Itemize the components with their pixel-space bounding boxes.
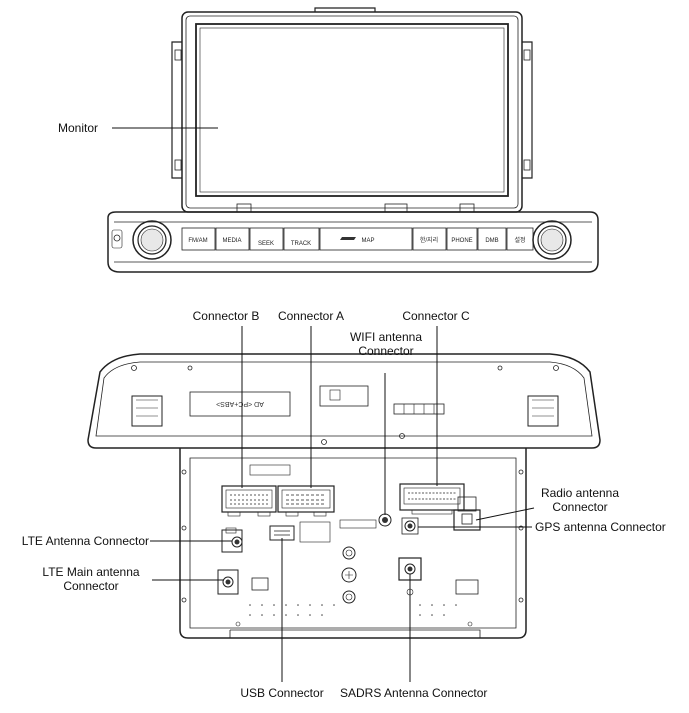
button-fm-am: FM/AM [188,238,207,244]
button-phone: PHONE [451,238,472,244]
label-connector-c: Connector C [402,309,470,323]
button-seek: SEEK [258,241,274,247]
label-radio-line2: Connector [552,500,608,514]
button-setup: 설정 [514,236,525,244]
lte-antenna-connector [221,527,243,553]
button-track: TRACK [291,241,311,247]
label-radio-antenna: Radio antenna Connector [530,486,630,514]
label-lte-antenna: LTE Antenna Connector [21,534,149,548]
rear-chassis [179,448,527,639]
lte-main-antenna-connector [217,569,239,595]
gps-antenna-connector [401,517,419,535]
label-wifi-line2: Connector [358,344,414,358]
label-connector-b: Connector B [192,309,260,323]
volume-knob [132,220,172,260]
label-lte-main-line1: LTE Main antenna [42,565,140,579]
label-wifi-line1: WIFI antenna [349,330,423,344]
button-map: MAP [361,238,374,244]
label-connector-a: Connector A [277,309,345,323]
monitor-housing [181,11,523,213]
label-lte-main-antenna: LTE Main antenna Connector [30,565,152,593]
vent-dots [249,604,457,616]
leader-lines [112,127,535,682]
button-navi: 한/지리 [420,236,438,244]
label-usb-connector: USB Connector [240,686,324,700]
wifi-antenna-connector [378,513,392,527]
label-lte-main-line2: Connector [63,579,119,593]
monitor-screen [195,23,509,197]
label-sadrs-antenna: SADRS Antenna Connector [340,686,488,700]
rear-bezel [87,353,601,449]
connector-a [277,485,335,517]
usb-connector [269,525,295,541]
label-monitor: Monitor [58,121,99,135]
head-unit-front-view: FM/AM MEDIA SEEK TRACK MAP 한/지리 PHONE DM… [107,7,599,273]
label-gps-antenna: GPS antenna Connector [535,520,666,534]
button-media: MEDIA [222,238,241,244]
button-dmb: DMB [485,238,498,244]
radio-antenna-connector [453,496,481,531]
button-row: FM/AM MEDIA SEEK TRACK MAP 한/지리 PHONE DM… [181,227,534,251]
control-panel [107,211,599,273]
rear-marking-text: AD <PC+ABS> [216,400,264,407]
head-unit-rear-view: AD <PC+ABS> [87,353,601,639]
label-radio-line1: Radio antenna [540,486,620,500]
connector-b [221,485,277,517]
label-wifi-antenna: WIFI antenna Connector [340,330,432,358]
tune-knob [532,220,572,260]
